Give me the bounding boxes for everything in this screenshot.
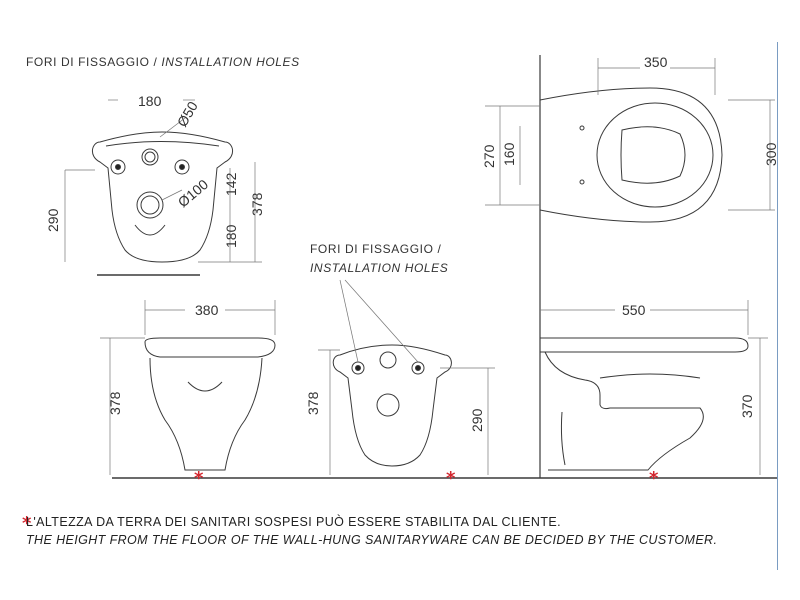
holes-mid-en: INSTALLATION HOLES — [310, 261, 448, 275]
holes-label-it: FORI DI FISSAGGIO / — [26, 55, 161, 69]
holes-mid-it: FORI DI FISSAGGIO / — [310, 242, 441, 256]
holes-label-en: INSTALLATION HOLES — [161, 55, 299, 69]
footer-asterisk: * — [22, 513, 32, 534]
dims-top-right — [485, 58, 775, 211]
plan-view — [539, 55, 723, 478]
installation-holes-view — [92, 131, 233, 276]
dim-d100: Ø100 — [175, 176, 212, 210]
dim-270: 270 — [481, 144, 497, 168]
dim-378-top: 378 — [249, 192, 265, 216]
asterisk-front: * — [194, 468, 204, 489]
dims-lower — [100, 300, 768, 475]
dim-370: 370 — [739, 394, 755, 418]
dim-d50: Ø50 — [174, 98, 201, 129]
footer-note-it: L'ALTEZZA DA TERRA DEI SANITARI SOSPESI … — [26, 515, 561, 529]
right-border-line — [777, 42, 778, 570]
side-view — [540, 337, 749, 471]
dim-350: 350 — [644, 54, 668, 70]
dim-290-left: 290 — [45, 208, 61, 232]
dim-378-back: 378 — [305, 391, 321, 415]
back-view — [332, 279, 452, 467]
front-view — [144, 337, 276, 471]
dims-top-left — [64, 99, 262, 263]
dim-300: 300 — [763, 142, 779, 166]
svg-text:FORI DI FISSAGGIO / INSTALLATI: FORI DI FISSAGGIO / INSTALLATION HOLES — [26, 55, 300, 69]
footer-note-en: THE HEIGHT FROM THE FLOOR OF THE WALL-HU… — [26, 533, 718, 547]
dim-180-top: 180 — [138, 93, 162, 109]
dim-380: 380 — [195, 302, 219, 318]
dim-550: 550 — [622, 302, 646, 318]
dim-160: 160 — [501, 142, 517, 166]
dim-142: 142 — [223, 172, 239, 196]
asterisk-back: * — [446, 468, 456, 489]
dim-180-vert: 180 — [223, 224, 239, 248]
dim-290-back: 290 — [469, 408, 485, 432]
dim-378-front: 378 — [107, 391, 123, 415]
asterisk-side: * — [649, 468, 659, 489]
